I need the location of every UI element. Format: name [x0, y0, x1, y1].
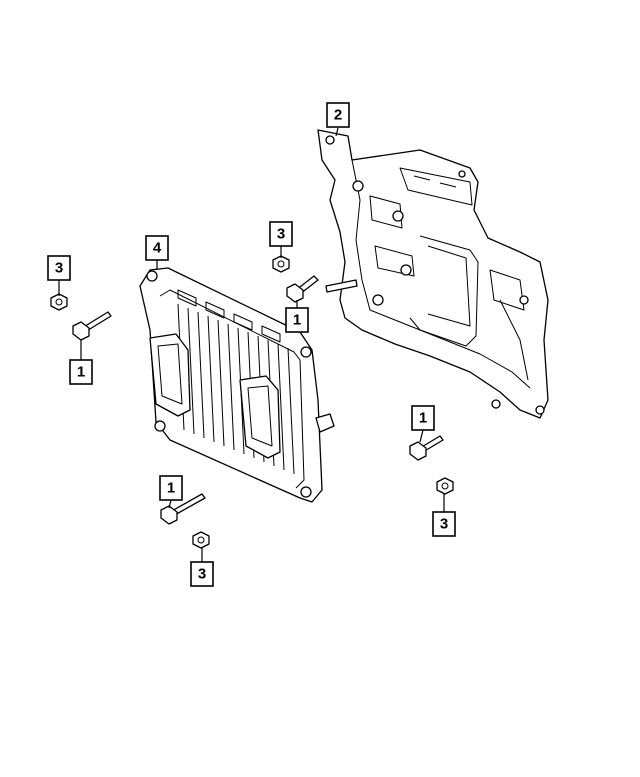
callout-label: 3 [55, 260, 63, 277]
callout-label: 1 [77, 364, 85, 381]
bolt-left [72, 311, 112, 341]
bolt-bottom [160, 493, 206, 525]
callout-2-bracket: 2 [326, 102, 350, 128]
callout-label: 3 [198, 566, 206, 583]
callout-label: 1 [419, 410, 427, 427]
callout-3-nut-center: 3 [269, 221, 293, 247]
mounting-bracket [317, 129, 549, 419]
nut-bottom [192, 531, 210, 549]
callout-1-bolt-left: 1 [69, 359, 93, 385]
bolt-center [286, 275, 319, 303]
callout-label: 1 [293, 312, 301, 329]
callout-3-nut-bottom: 3 [190, 561, 214, 587]
callout-label: 3 [277, 226, 285, 243]
callout-label: 1 [167, 480, 175, 497]
callout-3-nut-left: 3 [47, 255, 71, 281]
nut-right [436, 477, 454, 495]
callout-1-bolt-bottom: 1 [159, 475, 183, 501]
callout-1-bolt-center: 1 [285, 307, 309, 333]
leader-lines [58, 127, 445, 562]
callout-4-module: 4 [145, 235, 169, 261]
callout-1-bolt-right: 1 [411, 405, 435, 431]
bolt-right [409, 435, 444, 461]
callout-label: 2 [334, 107, 342, 124]
callout-3-nut-right: 3 [432, 511, 456, 537]
callout-label: 4 [153, 240, 162, 257]
nut-left [50, 293, 68, 311]
callout-label: 3 [440, 516, 448, 533]
control-module [139, 267, 335, 503]
nut-center [272, 255, 290, 273]
